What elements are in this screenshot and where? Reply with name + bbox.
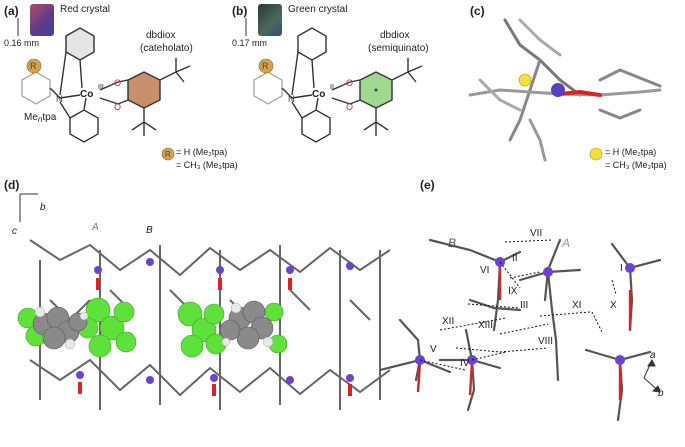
r-circle-b bbox=[258, 58, 274, 74]
contact-label-iv: IV bbox=[460, 358, 470, 369]
axis-b-e: b bbox=[658, 388, 664, 399]
svg-text:R: R bbox=[165, 150, 171, 159]
legend-r-h: = H (Me₂tpa) bbox=[176, 147, 228, 157]
contact-label-x: X bbox=[610, 300, 617, 311]
contact-label-vi: VI bbox=[480, 265, 490, 276]
panel-b-label: (b) bbox=[232, 4, 248, 18]
catecholate-links-e bbox=[416, 262, 632, 400]
ligand-state-b: (semiquinato) bbox=[368, 43, 429, 54]
pyridine-left-a bbox=[21, 71, 51, 105]
ligand-label-a: Mentpa bbox=[24, 112, 57, 124]
panel-a-label: (a) bbox=[4, 4, 19, 18]
site-b-e: B bbox=[448, 236, 457, 250]
contact-label-i: I bbox=[620, 263, 623, 274]
nitrogen-amine-a: N bbox=[56, 94, 63, 104]
site-a-d: A bbox=[92, 222, 99, 233]
space-fill-green bbox=[17, 297, 288, 358]
green-crystal-label: Green crystal bbox=[288, 4, 348, 15]
contact-label-xii: XII bbox=[442, 316, 455, 327]
contact-label-viii: VIII bbox=[538, 336, 554, 347]
axes-e bbox=[643, 359, 661, 393]
panel-d-label: (d) bbox=[4, 178, 20, 192]
packing-d bbox=[17, 193, 391, 410]
svg-text:O: O bbox=[346, 102, 353, 112]
oxidation-b: II bbox=[330, 84, 334, 91]
legend-c-h: = H (Me₂tpa) bbox=[605, 147, 657, 157]
svg-text:R: R bbox=[30, 61, 37, 71]
scale-bar-a: 0.16 mm bbox=[4, 38, 40, 48]
marker-legend-c bbox=[589, 147, 603, 161]
legend-c-ch3: = CH₃ (Me₃tpa) bbox=[605, 160, 667, 170]
red-crystal-image bbox=[30, 4, 54, 36]
contact-label-v: V bbox=[430, 344, 437, 355]
ligand-name-a: dbdiox bbox=[146, 30, 176, 41]
svg-text:O: O bbox=[346, 78, 353, 88]
structure-b bbox=[245, 18, 423, 143]
r-circle-legend-a bbox=[161, 147, 175, 161]
contact-label-iii: III bbox=[520, 300, 529, 311]
site-a-e: A bbox=[562, 236, 571, 250]
r-circle-a bbox=[26, 58, 42, 74]
oxidation-a: III bbox=[98, 84, 104, 91]
pyridine-bottom-a bbox=[69, 109, 99, 143]
oxygen-a2: O bbox=[114, 102, 121, 112]
panel-c-label: (c) bbox=[470, 4, 485, 18]
contact-label-ii: II bbox=[512, 253, 518, 264]
contact-lines-e bbox=[419, 239, 617, 371]
space-fill-gray bbox=[32, 300, 274, 350]
cobalt-atoms-e bbox=[415, 257, 635, 365]
ligand-name-b: dbdiox bbox=[380, 30, 410, 41]
oxygen-a1: O bbox=[114, 78, 121, 88]
cobalt-atom-c bbox=[551, 83, 565, 97]
axis-a-e: a bbox=[650, 350, 656, 361]
contact-label-ix: IX bbox=[508, 286, 518, 297]
legend-r-ch3: = CH₃ (Me₃tpa) bbox=[176, 160, 238, 170]
green-crystal-image bbox=[258, 4, 282, 36]
contact-label-vii: VII bbox=[530, 228, 543, 239]
marker-c bbox=[518, 73, 532, 87]
svg-text:R: R bbox=[262, 61, 269, 71]
structure-a bbox=[17, 18, 191, 143]
site-b-d: B bbox=[146, 225, 153, 236]
scale-bar-b: 0.17 mm bbox=[232, 38, 268, 48]
metal-b: Co bbox=[312, 89, 326, 100]
panel-e-label: (e) bbox=[420, 178, 435, 192]
svg-text:N: N bbox=[288, 94, 295, 104]
contact-label-xiii: XIII bbox=[478, 320, 494, 331]
axis-b-d: b bbox=[40, 202, 46, 213]
axis-c-d: c bbox=[12, 226, 17, 237]
contact-label-xi: XI bbox=[572, 300, 582, 311]
red-crystal-label: Red crystal bbox=[60, 4, 111, 15]
catechol-ring bbox=[127, 71, 161, 109]
metal-a: Co bbox=[80, 89, 94, 100]
ligand-state-a: (cateholato) bbox=[140, 43, 193, 54]
